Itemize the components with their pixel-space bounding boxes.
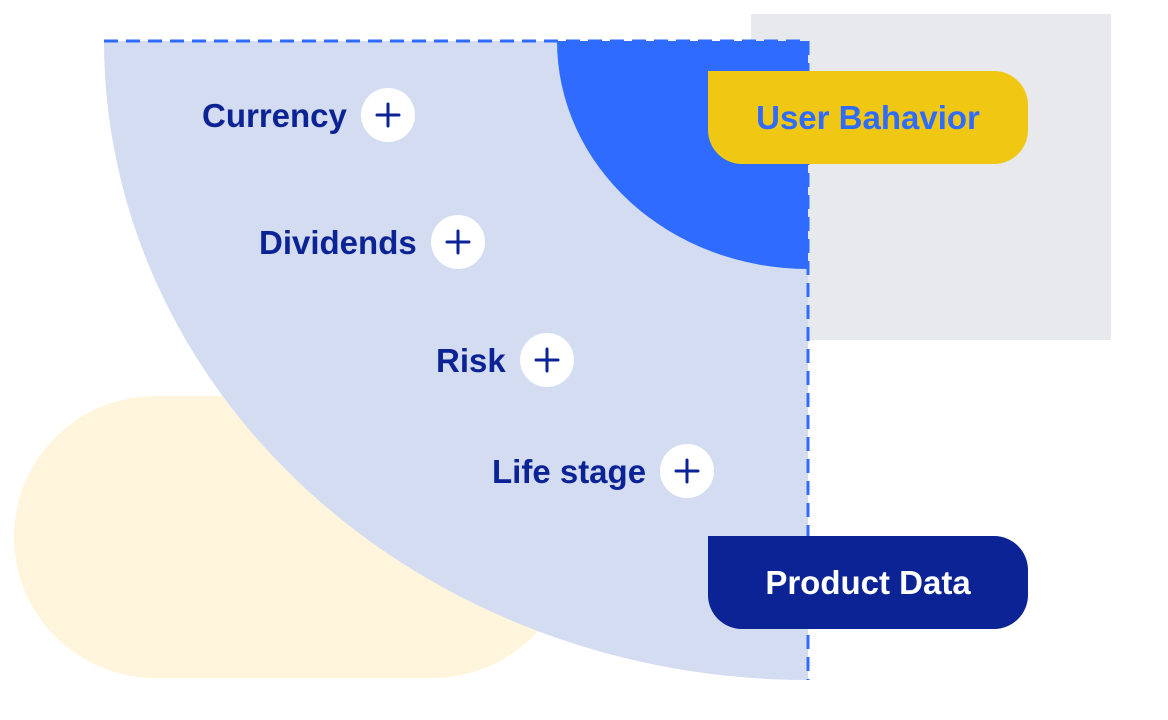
factor-currency: Currency xyxy=(202,88,415,142)
plus-icon xyxy=(375,102,401,128)
user-behavior-badge: User Bahavior xyxy=(708,71,1028,164)
factor-label: Dividends xyxy=(259,223,417,261)
add-life-stage-button[interactable] xyxy=(660,444,715,498)
add-dividends-button[interactable] xyxy=(430,215,485,269)
add-risk-button[interactable] xyxy=(519,333,574,387)
factor-label: Risk xyxy=(436,341,506,379)
plus-icon xyxy=(674,458,700,484)
add-currency-button[interactable] xyxy=(360,88,415,142)
plus-icon xyxy=(445,229,471,255)
gray-panel xyxy=(751,14,1111,340)
factor-life-stage: Life stage xyxy=(492,444,715,498)
factor-dividends: Dividends xyxy=(259,215,485,269)
factor-risk: Risk xyxy=(436,333,574,387)
user-behavior-label: User Bahavior xyxy=(756,99,980,136)
factor-label: Currency xyxy=(202,96,347,134)
product-data-badge: Product Data xyxy=(708,536,1028,629)
product-data-label: Product Data xyxy=(765,564,971,601)
factor-label: Life stage xyxy=(492,452,647,490)
plus-icon xyxy=(534,347,560,373)
